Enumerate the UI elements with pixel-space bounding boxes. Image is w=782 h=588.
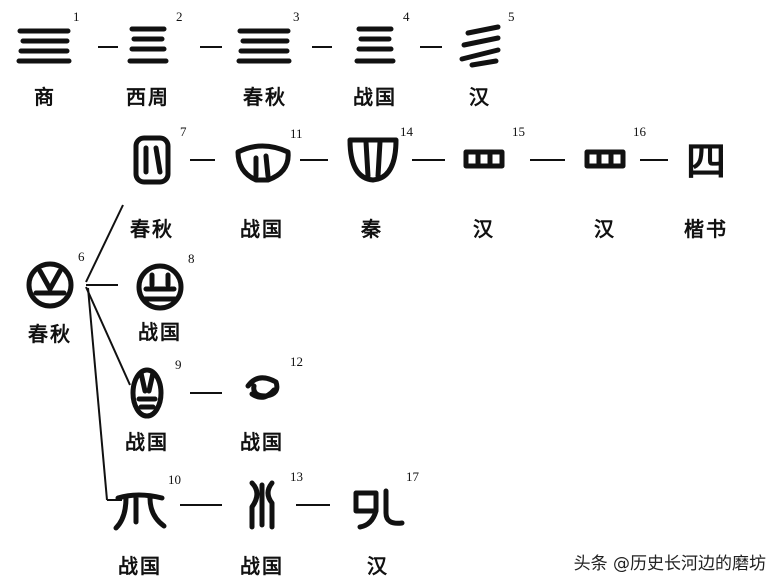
period-label: 战国 bbox=[138, 320, 182, 344]
glyph-number: 14 bbox=[400, 124, 413, 139]
period-label: 西周 bbox=[126, 85, 170, 109]
period-label: 战国 bbox=[240, 554, 284, 578]
glyph-number: 2 bbox=[176, 9, 183, 24]
ancient-glyph-7 bbox=[133, 135, 171, 185]
glyph-number: 16 bbox=[633, 124, 646, 139]
period-label: 战国 bbox=[240, 430, 284, 454]
glyph-number: 3 bbox=[293, 9, 300, 24]
period-label: 战国 bbox=[125, 430, 169, 454]
modern-glyph: 四 bbox=[686, 138, 726, 185]
glyph-number: 6 bbox=[78, 249, 85, 264]
connector-line bbox=[85, 286, 131, 386]
connector-line bbox=[87, 287, 108, 501]
ancient-glyph-14 bbox=[347, 137, 399, 183]
period-label: 汉 bbox=[473, 217, 495, 241]
ancient-glyph-5 bbox=[459, 24, 501, 68]
ancient-glyph-12 bbox=[245, 375, 280, 400]
glyph-number: 17 bbox=[406, 469, 419, 484]
period-label: 战国 bbox=[240, 217, 284, 241]
ancient-glyph-9 bbox=[130, 367, 164, 419]
ancient-glyph-13 bbox=[249, 480, 275, 530]
watermark: 头条 @历史长河边的磨坊 bbox=[573, 554, 766, 574]
period-label: 汉 bbox=[367, 554, 389, 578]
ancient-glyph-15 bbox=[463, 149, 505, 169]
period-label: 商 bbox=[34, 85, 56, 109]
glyph-number: 1 bbox=[73, 9, 80, 24]
period-label: 汉 bbox=[594, 217, 616, 241]
ancient-glyph-1 bbox=[16, 28, 72, 64]
ancient-glyph-3 bbox=[236, 28, 292, 64]
period-label: 汉 bbox=[469, 85, 491, 109]
period-label: 楷书 bbox=[684, 217, 728, 241]
period-label: 春秋 bbox=[130, 217, 174, 241]
connector-line bbox=[85, 204, 124, 283]
ancient-glyph-8 bbox=[136, 263, 184, 311]
ancient-glyph-11 bbox=[235, 143, 291, 183]
ancient-glyph-10 bbox=[113, 492, 167, 531]
period-label: 春秋 bbox=[28, 322, 72, 346]
glyph-number: 12 bbox=[290, 354, 303, 369]
glyph-number: 10 bbox=[168, 472, 181, 487]
period-label: 春秋 bbox=[243, 85, 287, 109]
period-label: 战国 bbox=[353, 85, 397, 109]
glyph-number: 8 bbox=[188, 251, 195, 266]
glyph-number: 15 bbox=[512, 124, 525, 139]
glyph-number: 5 bbox=[508, 9, 515, 24]
glyph-number: 13 bbox=[290, 469, 303, 484]
glyph-number: 7 bbox=[180, 124, 187, 139]
ancient-glyph-2 bbox=[127, 26, 169, 64]
ancient-glyph-17 bbox=[353, 488, 405, 530]
ancient-glyph-6 bbox=[26, 261, 74, 309]
glyph-number: 4 bbox=[403, 9, 410, 24]
period-label: 秦 bbox=[361, 217, 383, 241]
ancient-glyph-4 bbox=[354, 26, 396, 64]
glyph-number: 11 bbox=[290, 126, 303, 141]
ancient-glyph-16 bbox=[584, 149, 626, 169]
glyph-number: 9 bbox=[175, 357, 182, 372]
period-label: 战国 bbox=[118, 554, 162, 578]
